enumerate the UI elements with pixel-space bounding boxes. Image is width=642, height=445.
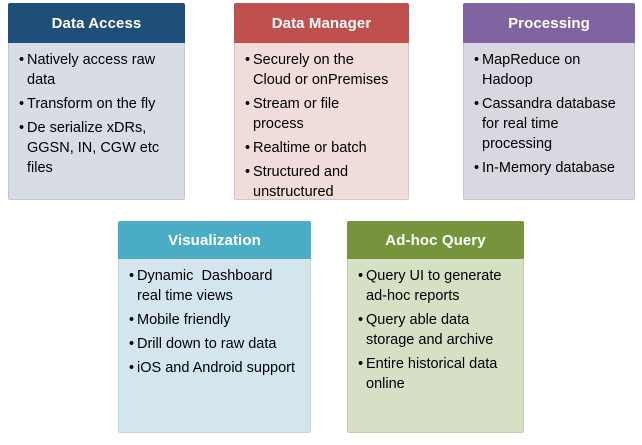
list-item-text: Cassandra database for real time process… bbox=[482, 96, 620, 152]
bullet-icon: • bbox=[474, 96, 480, 112]
bullet-icon: • bbox=[129, 268, 135, 284]
bullet-icon: • bbox=[19, 96, 25, 112]
card-data-access-title: Data Access bbox=[51, 14, 142, 32]
list-item: • De serialize xDRs, GGSN, IN, CGW etc f… bbox=[19, 118, 170, 178]
list-item: • Securely on the Cloud or onPremises bbox=[245, 50, 394, 90]
list-item: • Drill down to raw data bbox=[129, 334, 296, 354]
list-item-text: iOS and Android support bbox=[137, 360, 295, 376]
card-processing-title: Processing bbox=[508, 14, 590, 32]
bullet-icon: • bbox=[474, 160, 480, 176]
bullet-icon: • bbox=[245, 52, 251, 68]
card-visualization-header: Visualization bbox=[118, 221, 311, 259]
card-data-access-body: • Natively access raw data • Transform o… bbox=[8, 43, 185, 200]
bullet-icon: • bbox=[358, 356, 364, 372]
bullet-icon: • bbox=[474, 52, 480, 68]
list-item-text: Securely on the Cloud or onPremises bbox=[253, 52, 389, 88]
list-item-text: Drill down to raw data bbox=[137, 336, 277, 352]
list-item-text: Structured and unstructured bbox=[253, 164, 353, 200]
bullet-icon: • bbox=[19, 120, 25, 136]
list-item-text: Realtime or batch bbox=[253, 140, 367, 156]
bullet-icon: • bbox=[358, 312, 364, 328]
list-item: • Stream or file process bbox=[245, 94, 394, 134]
card-data-manager-list: • Securely on the Cloud or onPremises • … bbox=[245, 50, 394, 200]
list-item-text: Entire historical data online bbox=[366, 356, 502, 392]
list-item-text: Mobile friendly bbox=[137, 312, 231, 328]
card-data-access-list: • Natively access raw data • Transform o… bbox=[19, 50, 170, 178]
card-processing-header: Processing bbox=[463, 3, 635, 43]
card-data-manager-header: Data Manager bbox=[234, 3, 409, 43]
card-visualization-list: • Dynamic Dashboard real time views • Mo… bbox=[129, 266, 296, 378]
list-item-text: Stream or file process bbox=[253, 96, 344, 132]
list-item: • Natively access raw data bbox=[19, 50, 170, 90]
card-adhoc-query-header: Ad-hoc Query bbox=[347, 221, 524, 259]
card-adhoc-query-title: Ad-hoc Query bbox=[385, 231, 486, 249]
list-item: • Mobile friendly bbox=[129, 310, 296, 330]
card-visualization-body: • Dynamic Dashboard real time views • Mo… bbox=[118, 259, 311, 433]
list-item: • In-Memory database bbox=[474, 158, 620, 178]
list-item-text: Query UI to generate ad-hoc reports bbox=[366, 268, 506, 304]
card-data-manager-body: • Securely on the Cloud or onPremises • … bbox=[234, 43, 409, 200]
bullet-icon: • bbox=[129, 360, 135, 376]
card-data-manager: Data Manager • Securely on the Cloud or … bbox=[234, 3, 409, 200]
list-item-text: Query able data storage and archive bbox=[366, 312, 494, 348]
bullet-icon: • bbox=[245, 164, 251, 180]
list-item: • Query UI to generate ad-hoc reports bbox=[358, 266, 509, 306]
list-item: • MapReduce on Hadoop bbox=[474, 50, 620, 90]
list-item: • Entire historical data online bbox=[358, 354, 509, 394]
card-data-manager-title: Data Manager bbox=[271, 14, 372, 32]
card-processing-list: • MapReduce on Hadoop • Cassandra databa… bbox=[474, 50, 620, 178]
bullet-icon: • bbox=[129, 312, 135, 328]
list-item-text: MapReduce on Hadoop bbox=[482, 52, 585, 88]
list-item: • Structured and unstructured bbox=[245, 162, 394, 200]
bullet-icon: • bbox=[358, 268, 364, 284]
list-item-text: Dynamic Dashboard real time views bbox=[137, 268, 277, 304]
card-data-access: Data Access • Natively access raw data •… bbox=[8, 3, 185, 200]
card-processing: Processing • MapReduce on Hadoop • Cassa… bbox=[463, 3, 635, 200]
bullet-icon: • bbox=[129, 336, 135, 352]
list-item-text: Natively access raw data bbox=[27, 52, 160, 88]
card-adhoc-query-list: • Query UI to generate ad-hoc reports • … bbox=[358, 266, 509, 394]
list-item: • Dynamic Dashboard real time views bbox=[129, 266, 296, 306]
bullet-icon: • bbox=[245, 96, 251, 112]
bullet-icon: • bbox=[245, 140, 251, 156]
list-item: • Transform on the fly bbox=[19, 94, 170, 114]
card-processing-body: • MapReduce on Hadoop • Cassandra databa… bbox=[463, 43, 635, 200]
card-adhoc-query-body: • Query UI to generate ad-hoc reports • … bbox=[347, 259, 524, 433]
bullet-icon: • bbox=[19, 52, 25, 68]
list-item-text: De serialize xDRs, GGSN, IN, CGW etc fil… bbox=[27, 120, 164, 176]
card-data-access-header: Data Access bbox=[8, 3, 185, 43]
list-item: • Query able data storage and archive bbox=[358, 310, 509, 350]
list-item: • Cassandra database for real time proce… bbox=[474, 94, 620, 154]
list-item: • iOS and Android support bbox=[129, 358, 296, 378]
card-adhoc-query: Ad-hoc Query • Query UI to generate ad-h… bbox=[347, 221, 524, 433]
card-visualization-title: Visualization bbox=[168, 231, 261, 249]
list-item: • Realtime or batch bbox=[245, 138, 394, 158]
list-item-text: In-Memory database bbox=[482, 160, 615, 176]
list-item-text: Transform on the fly bbox=[27, 96, 156, 112]
card-visualization: Visualization • Dynamic Dashboard real t… bbox=[118, 221, 311, 433]
